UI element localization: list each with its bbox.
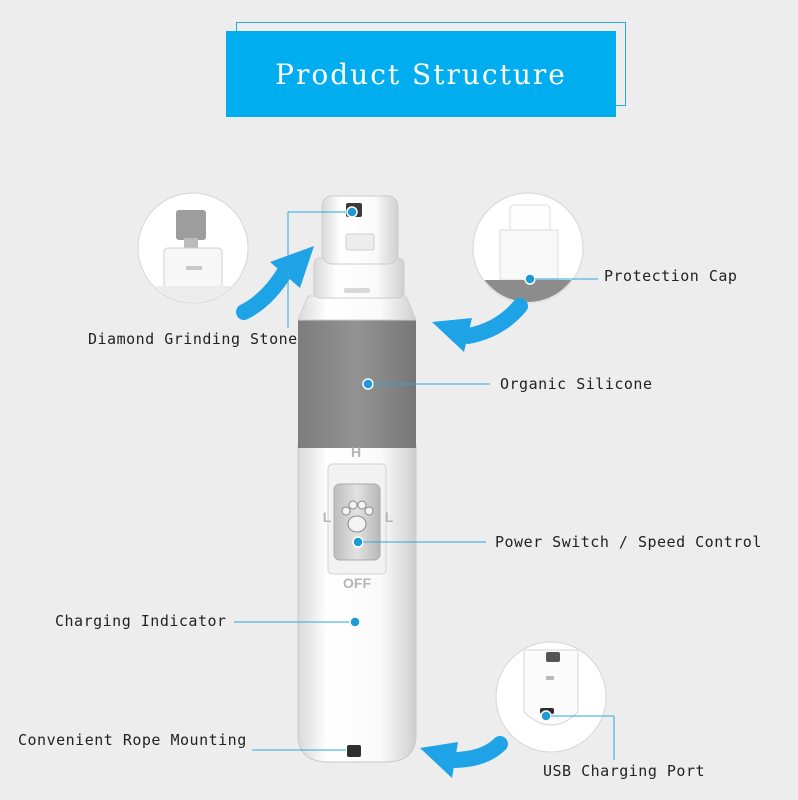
leader-protection-cap: [524, 273, 598, 285]
label-usb-charging-port: USB Charging Port: [543, 762, 706, 780]
label-diamond-grinding-stone: Diamond Grinding Stone: [88, 330, 298, 348]
leader-usb-port: [540, 710, 615, 760]
zoom-protection-cap: [472, 192, 584, 304]
zoom-grinding-stone: [137, 192, 249, 304]
speed-low-right-label: L: [385, 509, 394, 525]
nail-grinder-device: H L L OFF: [297, 195, 417, 763]
label-protection-cap: Protection Cap: [604, 267, 738, 285]
label-power-switch: Power Switch / Speed Control: [495, 533, 762, 551]
speed-low-left-label: L: [323, 509, 332, 525]
leader-grinding-stone: [287, 206, 358, 328]
device-shoulder: [297, 295, 417, 321]
label-organic-silicone: Organic Silicone: [500, 375, 653, 393]
leader-power-switch: [352, 536, 486, 548]
off-label: OFF: [343, 575, 371, 591]
title-banner: Product Structure: [226, 31, 616, 117]
speed-high-label: H: [351, 444, 361, 460]
label-rope-mounting: Convenient Rope Mounting: [18, 731, 247, 749]
page-title: Product Structure: [275, 57, 567, 91]
arrow-to-grinding-stone: [236, 246, 314, 320]
collar-slot: [344, 288, 370, 293]
label-charging-indicator: Charging Indicator: [55, 612, 227, 630]
leader-organic-silicone: [362, 378, 490, 390]
device-head: [321, 195, 399, 265]
rope-hole: [347, 745, 361, 757]
arrow-to-protection-cap: [432, 298, 528, 352]
leader-charging-indicator: [234, 616, 361, 628]
arrow-to-usb-port: [420, 736, 508, 778]
head-window: [345, 233, 375, 251]
paw-icon: [341, 500, 374, 533]
zoom-usb-port: [495, 641, 607, 753]
